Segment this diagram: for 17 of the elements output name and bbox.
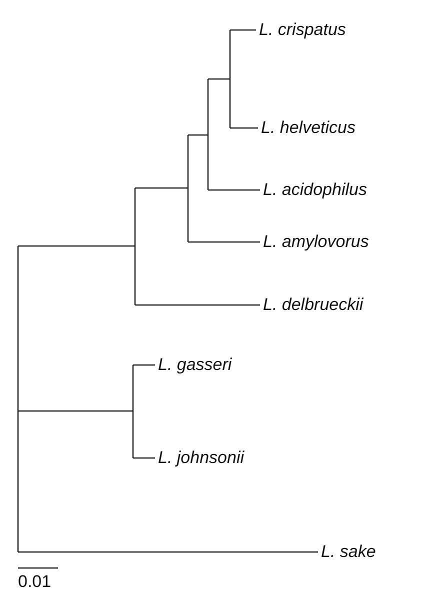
species-label: L. sake	[321, 542, 376, 562]
species-label: L. acidophilus	[263, 180, 367, 200]
branch-line	[133, 364, 155, 366]
branch-line	[208, 189, 260, 191]
species-label: L. gasseri	[158, 355, 232, 375]
species-label: L. helveticus	[261, 118, 356, 138]
branch-line	[188, 241, 260, 243]
branch-line	[230, 127, 258, 129]
branch-line	[18, 551, 318, 553]
branch-line	[135, 304, 260, 306]
species-label: L. johnsonii	[158, 448, 244, 468]
branch-line	[133, 457, 155, 459]
species-label: L. delbrueckii	[263, 295, 364, 315]
species-label: L. amylovorus	[263, 232, 369, 252]
scale-label: 0.01	[18, 572, 52, 592]
species-label: L. crispatus	[259, 20, 346, 40]
branch-line	[230, 29, 256, 31]
